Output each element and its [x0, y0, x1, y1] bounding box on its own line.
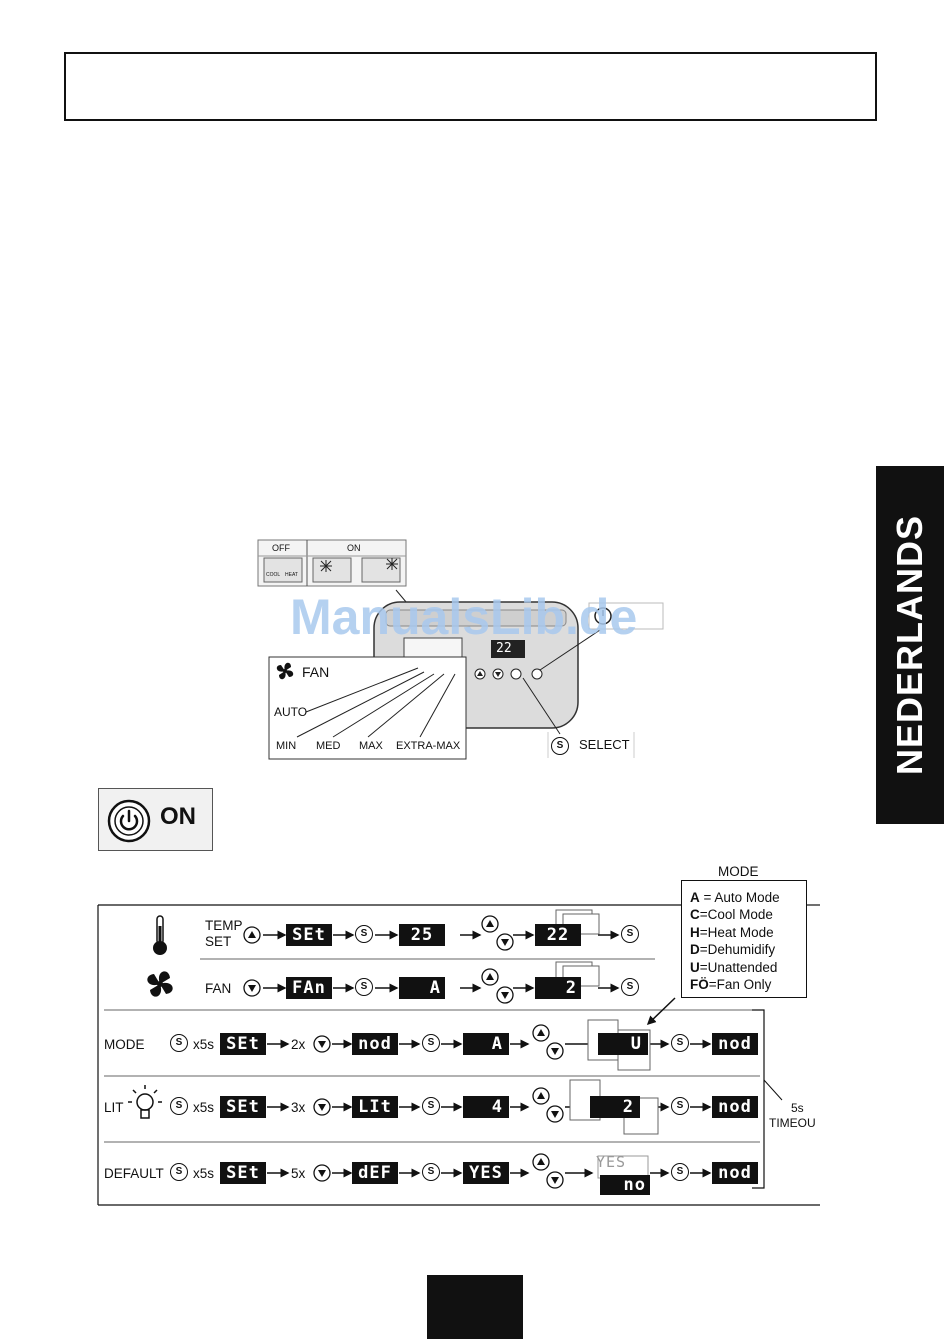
lcd-display: SEt — [220, 1162, 266, 1184]
fan-icon — [276, 662, 294, 680]
lcd-display: no — [600, 1175, 650, 1195]
page-number-block — [427, 1275, 523, 1339]
off-label: OFF — [272, 543, 290, 553]
lcd-display: 4 — [463, 1096, 509, 1118]
lcd-display: 2 — [535, 977, 581, 999]
power-on-button: ON — [98, 788, 213, 851]
lcd-display: 22 — [535, 924, 581, 946]
select-label: SELECT — [579, 737, 630, 752]
mode-legend-title: MODE — [718, 864, 759, 879]
mode-row-label: MODE — [104, 1037, 145, 1052]
fan-speed-med: MED — [316, 740, 341, 752]
thermometer-icon — [153, 915, 167, 955]
fan-row-label: FAN — [205, 981, 232, 996]
press-count-label: 5x — [291, 1166, 306, 1181]
lcd-display: 25 — [399, 924, 445, 946]
lcd-display: nod — [712, 1096, 758, 1118]
mode-entry: A = Auto Mode — [690, 890, 780, 905]
press-count-label: 2x — [291, 1037, 306, 1052]
mode-legend: A = Auto Mode C=Cool Mode H=Heat Mode D=… — [681, 880, 807, 998]
lcd-ghost-display: YES — [596, 1153, 627, 1171]
header-frame — [64, 52, 877, 121]
fan-row-icon — [147, 971, 173, 997]
fan-label: FAN — [302, 664, 330, 680]
s-button-icon: S — [422, 1163, 440, 1181]
mode-entry: U=Unattended — [690, 959, 778, 975]
lcd-display: 2 — [590, 1096, 640, 1118]
s-button-icon: S — [671, 1097, 689, 1115]
s-button-icon: S — [355, 978, 373, 996]
lcd-display: A — [399, 977, 445, 999]
s-button-icon: S — [170, 1097, 188, 1115]
panel-drawing — [257, 539, 664, 760]
temp-label: TEMP — [205, 918, 243, 933]
language-tab: NEDERLANDS — [876, 466, 944, 824]
s-button-icon: S — [621, 925, 639, 943]
lcd-display: SEt — [286, 924, 332, 946]
lcd-display: SEt — [220, 1033, 266, 1055]
fan-speed-auto: AUTO — [274, 705, 308, 719]
watermark: ManualsLib.de — [290, 589, 638, 645]
cool-label: COOL — [266, 572, 281, 578]
on-label: ON — [347, 543, 361, 553]
lcd-display: LIt — [352, 1096, 398, 1118]
hold-label: x5s — [193, 1166, 215, 1181]
bulb-icon — [128, 1085, 162, 1119]
lcd-display: nod — [352, 1033, 398, 1055]
mode-entry: C=Cool Mode — [690, 907, 773, 923]
s-button-icon: S — [170, 1034, 188, 1052]
lcd-display: dEF — [352, 1162, 398, 1184]
panel-illustration: OFF ON COOL HEAT 22 FAN AUTO MIN MED MAX… — [257, 539, 664, 760]
fan-speed-min: MIN — [276, 740, 297, 752]
hold-label: x5s — [193, 1037, 215, 1052]
mode-entry: D=Dehumidify — [690, 942, 776, 958]
mode-entry: H=Heat Mode — [690, 924, 774, 940]
lcd-display: nod — [712, 1033, 758, 1055]
lcd-display: YES — [463, 1162, 509, 1184]
lcd-display: A — [463, 1033, 509, 1055]
panel-display: 22 — [496, 641, 512, 656]
power-icon — [107, 799, 151, 843]
timeout-seconds: 5s — [791, 1101, 804, 1115]
hold-label: x5s — [193, 1100, 215, 1115]
lcd-display: SEt — [220, 1096, 266, 1118]
timeout-label: TIMEOU — [769, 1116, 816, 1130]
lit-row-label: LIT — [104, 1100, 124, 1115]
s-button-icon: S — [621, 978, 639, 996]
sparkle-icon — [320, 558, 398, 572]
set-label: SET — [205, 934, 232, 949]
mode-entry: FÖ=Fan Only — [690, 977, 772, 993]
s-button-icon: S — [170, 1163, 188, 1181]
heat-label: HEAT — [285, 572, 298, 578]
lcd-display: U — [598, 1033, 648, 1055]
s-button-icon: S — [422, 1034, 440, 1052]
fan-speed-max: MAX — [359, 740, 383, 752]
lcd-display: nod — [712, 1162, 758, 1184]
lcd-display: FAn — [286, 977, 332, 999]
default-row-label: DEFAULT — [104, 1166, 164, 1181]
press-count-label: 3x — [291, 1100, 306, 1115]
select-button-icon: S — [551, 737, 569, 755]
power-on-label: ON — [160, 803, 196, 830]
s-button-icon: S — [671, 1034, 689, 1052]
fan-speed-extra-max: EXTRA-MAX — [396, 740, 461, 752]
s-button-icon: S — [671, 1163, 689, 1181]
s-button-icon: S — [422, 1097, 440, 1115]
s-button-icon: S — [355, 925, 373, 943]
